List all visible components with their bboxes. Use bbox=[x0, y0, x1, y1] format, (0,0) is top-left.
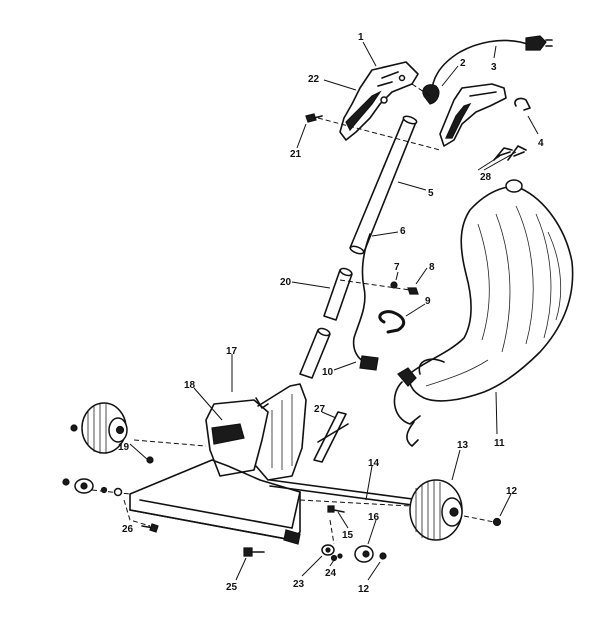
power-cord bbox=[422, 35, 553, 105]
callout-20: 20 bbox=[280, 277, 292, 288]
callout-7: 7 bbox=[394, 262, 400, 273]
left-wheel bbox=[81, 402, 128, 454]
callout-12-right: 12 bbox=[506, 486, 518, 497]
axle bbox=[269, 479, 421, 507]
lower-handle-tube bbox=[299, 267, 353, 379]
dust-bag bbox=[393, 179, 574, 447]
axle-washer-19 bbox=[146, 456, 154, 464]
motor-housing bbox=[205, 383, 307, 481]
washer-23 bbox=[321, 544, 335, 556]
handle-right-half bbox=[439, 83, 507, 147]
nozzle-base bbox=[129, 459, 301, 545]
callout-22: 22 bbox=[308, 74, 320, 85]
wheel-cap-12-left bbox=[62, 478, 70, 486]
callout-10: 10 bbox=[322, 367, 334, 378]
callout-27: 27 bbox=[314, 404, 326, 415]
callout-13: 13 bbox=[457, 440, 469, 451]
callout-14: 14 bbox=[368, 458, 380, 469]
washer-24 bbox=[330, 553, 343, 562]
right-wheel bbox=[409, 479, 463, 541]
handle-screw bbox=[305, 113, 323, 123]
callout-9: 9 bbox=[425, 296, 431, 307]
wheel-cap-12-bottom bbox=[379, 552, 387, 560]
tube-nut bbox=[407, 287, 419, 295]
callout-8: 8 bbox=[429, 262, 435, 273]
callout-25: 25 bbox=[226, 582, 238, 593]
callout-11: 11 bbox=[494, 438, 505, 449]
callout-2: 2 bbox=[460, 58, 466, 69]
callout-23: 23 bbox=[293, 579, 305, 590]
callout-21: 21 bbox=[290, 149, 302, 160]
callout-24: 24 bbox=[325, 568, 337, 579]
callout-17: 17 bbox=[226, 346, 238, 357]
hubcap-left bbox=[74, 478, 94, 494]
internal-wire bbox=[352, 233, 379, 371]
callout-28: 28 bbox=[480, 172, 492, 183]
handle-assembly-line bbox=[317, 117, 441, 151]
wheel-cap-left bbox=[70, 424, 78, 432]
bag-hook bbox=[378, 310, 406, 334]
linkage-rods bbox=[313, 411, 349, 463]
callout-16: 16 bbox=[368, 512, 380, 523]
cord-hooks bbox=[493, 145, 527, 161]
cord-clip bbox=[514, 97, 531, 111]
callout-1: 1 bbox=[358, 32, 364, 43]
callout-15: 15 bbox=[342, 530, 354, 541]
callout-3: 3 bbox=[491, 62, 497, 73]
callout-4: 4 bbox=[538, 138, 544, 149]
callout-12-bottom: 12 bbox=[358, 584, 370, 595]
callout-26: 26 bbox=[122, 524, 134, 535]
hubcap-16 bbox=[354, 545, 374, 563]
wheel-cap-12-right bbox=[492, 517, 502, 527]
handle-left-half bbox=[339, 61, 419, 141]
screw-15 bbox=[327, 505, 345, 513]
tube-screw bbox=[390, 281, 398, 289]
callout-5: 5 bbox=[428, 188, 434, 199]
bolt-25 bbox=[243, 547, 265, 557]
callout-19: 19 bbox=[118, 442, 130, 453]
callout-6: 6 bbox=[400, 226, 406, 237]
bolt-26 bbox=[141, 523, 159, 533]
leader-lines bbox=[129, 41, 539, 581]
callout-18: 18 bbox=[184, 380, 196, 391]
callout-labels: 1 2 3 4 5 6 7 8 9 10 11 12 12 13 14 15 1… bbox=[118, 32, 544, 595]
